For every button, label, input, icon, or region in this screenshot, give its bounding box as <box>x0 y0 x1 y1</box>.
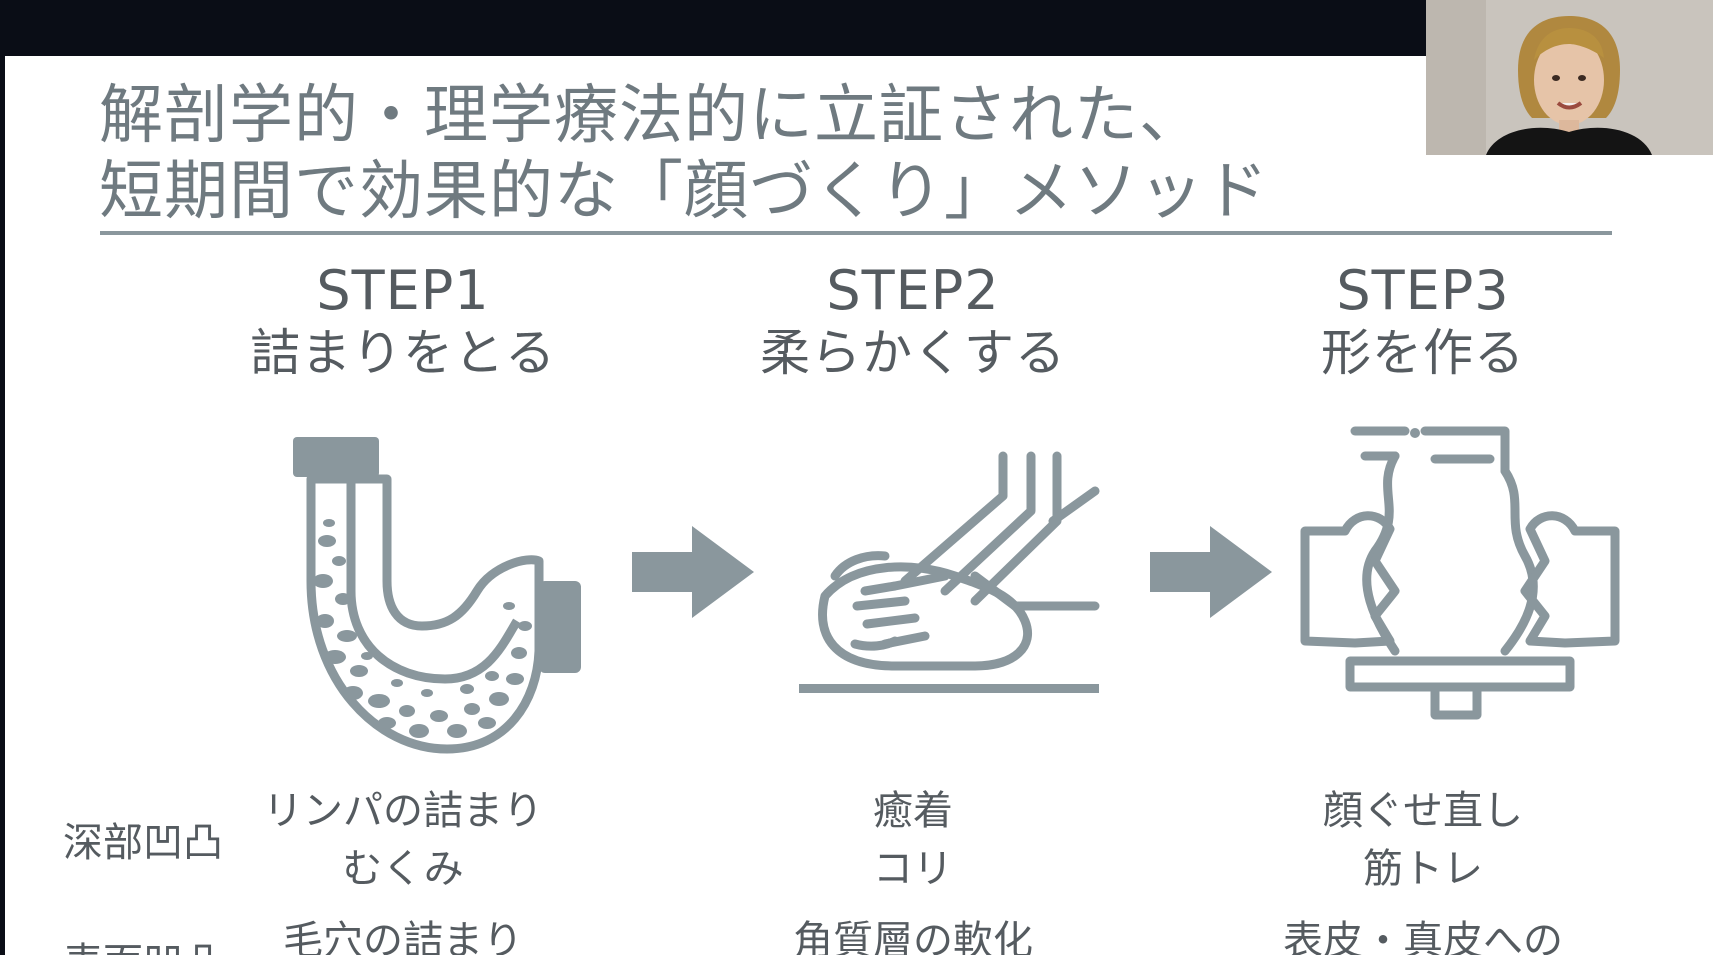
step-3-number: STEP3 <box>1336 259 1510 322</box>
slide-title-line-2: 短期間で効果的な「顔づくり」メソッド <box>99 155 1269 229</box>
cell-surface-step-2: 角質層の軟化 <box>663 912 1163 955</box>
cell-text: 顔ぐせ直し <box>1323 788 1523 834</box>
step-3-label: 形を作る <box>1321 324 1525 382</box>
step-1-label: 詰まりをとる <box>250 324 556 382</box>
row-label-surface: 表面凹凸 <box>63 938 223 955</box>
step-3-header: STEP3 形を作る <box>1163 260 1683 384</box>
cell-surface-step-1: 毛穴の詰まり <box>153 912 653 955</box>
pottery-wheel-icon <box>1300 426 1620 720</box>
cell-text: 毛穴の詰まり <box>283 918 523 955</box>
cell-text: 角質層の軟化 <box>793 918 1033 955</box>
cell-text: コリ <box>873 846 953 892</box>
step-2-number: STEP2 <box>826 259 1000 322</box>
step-1-number: STEP1 <box>316 259 490 322</box>
title-underline <box>100 231 1612 235</box>
step-1-header: STEP1 詰まりをとる <box>143 260 663 384</box>
presentation-slide: 解剖学的・理学療法的に立証された、 短期間で効果的な「顔づくり」メソッド STE… <box>5 56 1713 955</box>
step-2-header: STEP2 柔らかくする <box>653 260 1173 384</box>
cell-deep-step-2: 癒着 コリ <box>663 782 1163 898</box>
presenter-video-feed <box>1426 0 1713 155</box>
cell-text: 筋トレ <box>1363 846 1483 892</box>
arrow-right-icon <box>1150 526 1272 618</box>
presenter-webcam <box>1426 0 1713 155</box>
cell-text: リンパの詰まり <box>263 788 543 834</box>
cell-deep-step-1: リンパの詰まり むくみ <box>153 782 653 898</box>
clogged-pipe-icon <box>293 437 581 754</box>
arrow-right-icon <box>632 526 754 618</box>
row-label-deep: 深部凹凸 <box>63 820 223 866</box>
step-2-label: 柔らかくする <box>760 324 1066 382</box>
cell-text: 癒着 <box>873 788 953 834</box>
cell-deep-step-3: 顔ぐせ直し 筋トレ <box>1173 782 1673 898</box>
cell-surface-step-3: 表皮・真皮への <box>1173 912 1673 955</box>
slide-title: 解剖学的・理学療法的に立証された、 短期間で効果的な「顔づくり」メソッド <box>99 78 1269 230</box>
cell-text: むくみ <box>342 846 464 892</box>
kneading-dough-icon <box>799 451 1100 693</box>
cell-text: 表皮・真皮への <box>1283 918 1563 955</box>
slide-title-line-1: 解剖学的・理学療法的に立証された、 <box>99 79 1204 153</box>
